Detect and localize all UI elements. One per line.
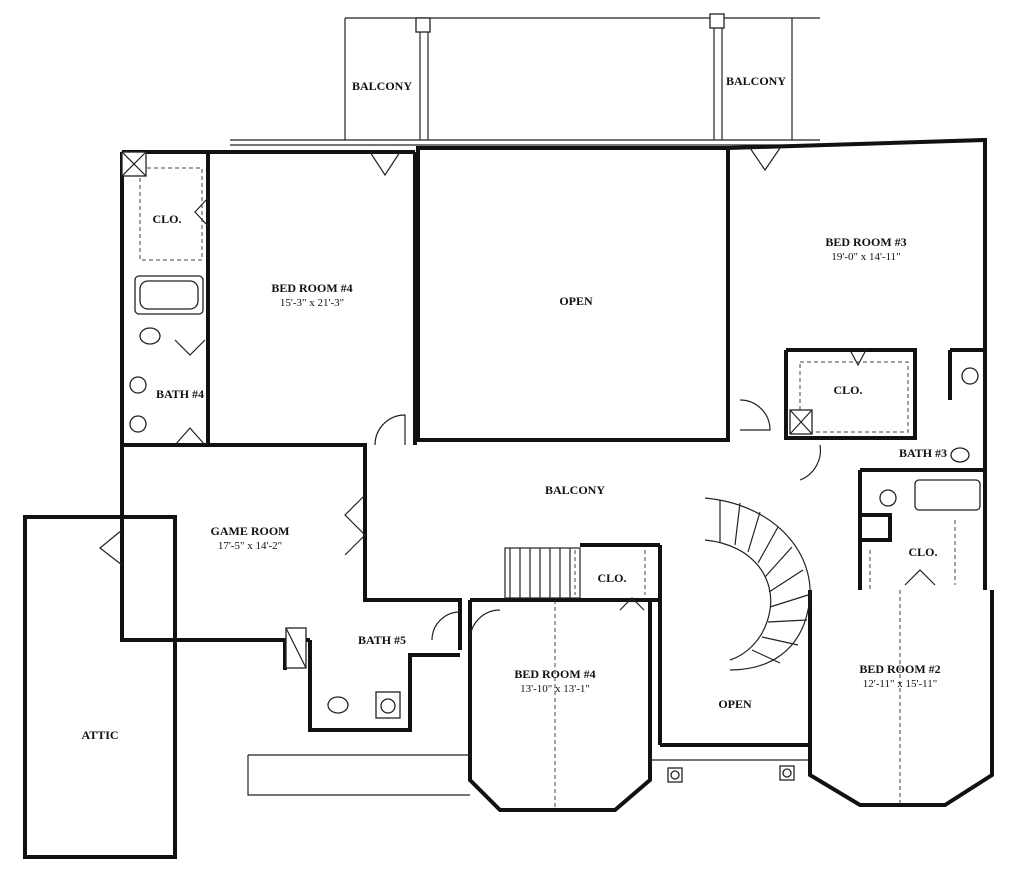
label-bath5: BATH #5 xyxy=(358,633,406,647)
label-clo-right: CLO. xyxy=(833,383,862,397)
walls xyxy=(23,137,994,859)
doors xyxy=(99,147,936,641)
label-bedroom-bottom: BED ROOM #4 xyxy=(514,667,595,681)
label-clo-small: CLO. xyxy=(597,571,626,585)
label-balcony-top-left: BALCONY xyxy=(352,79,412,93)
label-clo-left: CLO. xyxy=(152,212,181,226)
label-game-room-dim: 17'-5" x 14'-2" xyxy=(218,540,282,552)
dashed-lines xyxy=(139,167,956,810)
label-bedroom2-dim: 12'-11" x 15'-11" xyxy=(863,678,937,690)
label-bath4: BATH #4 xyxy=(156,387,204,401)
label-bedroom3: BED ROOM #3 xyxy=(825,235,906,249)
porch-lines xyxy=(247,754,810,796)
label-clo-br2: CLO. xyxy=(908,545,937,559)
top-balcony xyxy=(230,13,820,146)
label-balcony-top-right: BALCONY xyxy=(726,74,786,88)
label-attic: ATTIC xyxy=(81,728,118,742)
label-open-bottom: OPEN xyxy=(718,697,752,711)
label-balcony-center: BALCONY xyxy=(545,483,605,497)
label-game-room: GAME ROOM xyxy=(211,524,290,538)
label-bedroom2: BED ROOM #2 xyxy=(859,662,940,676)
label-bedroom-left-dim: 15'-3" x 21'-3" xyxy=(280,297,344,309)
label-bedroom-bottom-dim: 13'-10" x 13'-1" xyxy=(520,683,590,695)
label-open-top: OPEN xyxy=(559,294,593,308)
label-bedroom3-dim: 19'-0" x 14'-11" xyxy=(831,251,900,263)
stairs xyxy=(504,497,811,671)
labels: BALCONY BALCONY OPEN BED ROOM #4 15'-3" … xyxy=(81,74,947,742)
fixtures xyxy=(121,151,981,719)
label-bedroom-left: BED ROOM #4 xyxy=(271,281,352,295)
label-bath3: BATH #3 xyxy=(899,446,947,460)
